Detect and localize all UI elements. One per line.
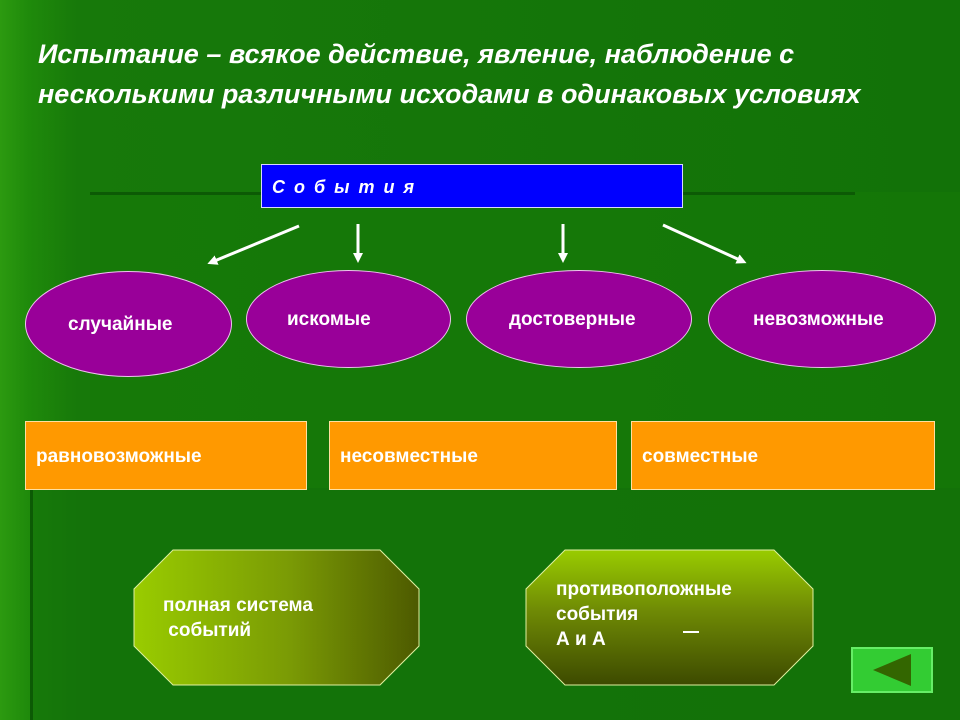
arrow-left [207,224,300,265]
relation-compatible: совместные [631,421,935,490]
back-arrow-icon [873,654,911,686]
relation-equiprobable: равновозможные [25,421,307,490]
slide-title: Испытание – всякое действие, явление, на… [38,39,861,109]
event-type-label: невозможные [753,309,884,330]
events-box: С о б ы т и я [261,164,683,208]
event-type-random: случайные [25,271,232,377]
event-type-label: достоверные [509,309,636,330]
concept-label: полная система событий [163,595,313,641]
event-type-certain: достоверные [466,270,692,368]
event-type-sought: искомые [246,270,451,368]
relation-label: совместные [642,446,759,467]
octagon-shape [525,549,814,686]
event-type-label: случайные [68,314,173,335]
overline-mark [683,631,699,633]
relation-label: равновозможные [36,446,202,467]
concept-opposite-events: противоположные события А и А [525,549,814,686]
event-type-label: искомые [287,309,371,330]
events-label: С о б ы т и я [272,177,417,197]
back-button[interactable] [851,647,933,693]
concept-label: противоположные события А и А [556,579,732,650]
relation-incompatible: несовместные [329,421,617,490]
octagon-shape [133,549,420,686]
event-type-impossible: невозможные [708,270,936,368]
concept-complete-system: полная система событий [133,549,420,686]
arrow-right [662,223,747,264]
relation-label: несовместные [340,446,478,467]
